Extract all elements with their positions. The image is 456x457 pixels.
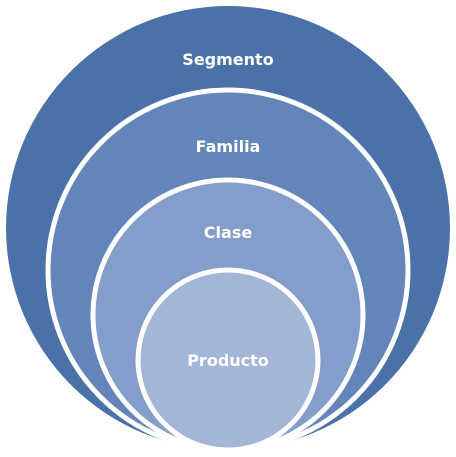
label-familia: Familia xyxy=(196,137,261,156)
label-clase: Clase xyxy=(204,223,253,242)
circle-producto xyxy=(135,267,321,453)
label-segmento: Segmento xyxy=(182,50,273,69)
label-producto: Producto xyxy=(187,351,269,370)
layer-producto: Producto xyxy=(135,267,321,453)
